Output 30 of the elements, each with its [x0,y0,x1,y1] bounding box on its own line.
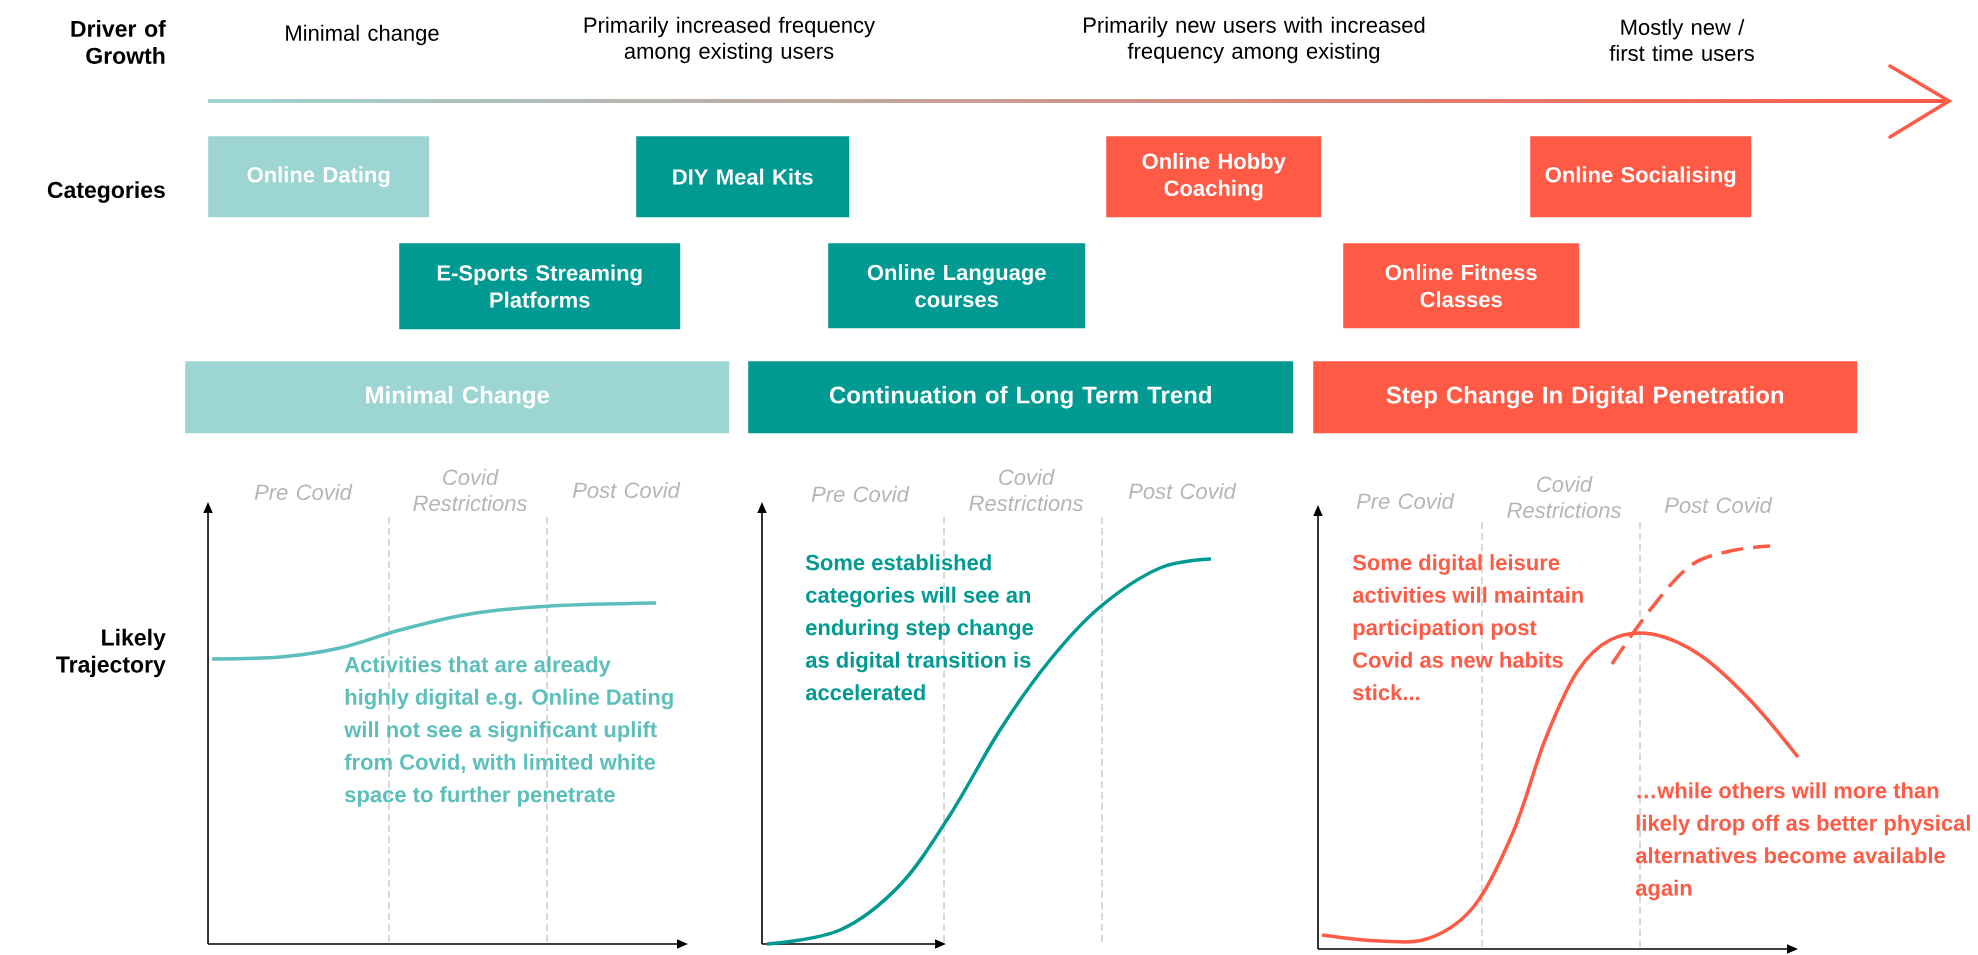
annotation-text: Some digital leisure activities will maintain participation post Covid as new habits stick... [1352,554,1583,701]
phase-label: Covid Restrictions [413,468,527,512]
phase-label: Covid Restrictions [1507,475,1621,519]
driver-text: Primarily increased frequency among existing users [584,16,875,64]
driver-text: Minimal change [286,24,439,46]
stage-band: Step Change In Digital Penetration [1313,361,1858,434]
phase-label: Pre Covid [811,485,910,503]
driver-text: Primarily new users with increased frequency among existing [1084,16,1425,64]
category-box: Online Language courses [828,243,1086,329]
category-box: DIY Meal Kits [636,136,850,218]
phase-label: Covid Restrictions [969,468,1083,512]
phase-label: Pre Covid [254,483,353,501]
category-box: Online Dating [208,136,430,218]
annotation-text: Activities that are already highly digital e.g. Online Dating will not see a significant uplift from Covid, with limited white space to further penetrate [344,656,673,807]
annotation-text: …while others will more than likely drop off as better physical alternatives become available again [1635,782,1970,901]
row-heading: Categories [47,181,165,203]
category-box: Online Hobby Coaching [1106,136,1322,218]
phase-label: Pre Covid [1356,492,1455,510]
category-box: E-Sports Streaming Platforms [399,243,681,330]
phase-label: Post Covid [1664,496,1773,514]
annotation-text: Some established categories will see an enduring step change as digital transition is accelerated [805,554,1034,701]
driver-text: Mostly new / first time users [1609,18,1754,62]
category-box: Online Fitness Classes [1343,243,1580,329]
row-heading: Likely Trajectory [56,628,166,678]
stage-band: Minimal Change [185,361,730,434]
category-box: Online Socialising [1530,136,1752,218]
stage-band: Continuation of Long Term Trend [748,361,1294,434]
row-heading: Driver of Growth [71,20,166,64]
phase-label: Post Covid [1128,482,1237,500]
phase-label: Post Covid [572,481,681,499]
